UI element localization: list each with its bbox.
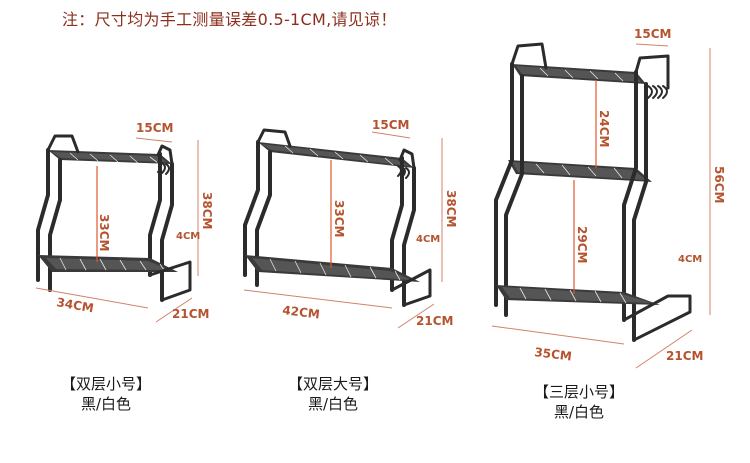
rack2-height-dim: 38CM xyxy=(444,190,458,227)
product-colors: 黑/白色 xyxy=(80,395,132,413)
measurement-note: 注：尺寸均为手工测量误差0.5-1CM,请见谅！ xyxy=(62,10,397,29)
product-colors: 黑/白色 xyxy=(307,395,359,413)
rack3-depth-dim: 21CM xyxy=(666,349,703,363)
product-name: 【双层大号】 xyxy=(287,375,378,393)
rack1-depth-dim: 21CM xyxy=(172,307,209,321)
caption-double-small: 【双层小号】 黑/白色 xyxy=(46,374,166,414)
product-name: 【双层小号】 xyxy=(60,375,151,393)
caption-triple-small: 【三层小号】 黑/白色 xyxy=(519,382,639,422)
rack-double-small xyxy=(36,134,192,302)
rack3-height-dim: 56CM xyxy=(712,166,726,203)
rack2-bar-dim: 4CM xyxy=(416,234,440,245)
rack3-hook-dim: 15CM xyxy=(634,27,671,41)
rack1-hook-dim: 15CM xyxy=(136,121,173,135)
rack1-height-dim: 38CM xyxy=(200,192,214,229)
rack3-bar-dim: 4CM xyxy=(678,254,702,265)
rack-double-large xyxy=(243,128,432,307)
rack3-upper-height-dim: 24CM xyxy=(597,110,611,147)
rack2-width-dim: 42CM xyxy=(282,303,321,321)
product-colors: 黑/白色 xyxy=(553,403,605,421)
product-name: 【三层小号】 xyxy=(533,383,624,401)
rack3-lower-height-dim: 29CM xyxy=(575,226,589,263)
rack-triple-small xyxy=(494,42,692,342)
rack1-bar-dim: 4CM xyxy=(176,231,200,242)
rack3-width-dim: 35CM xyxy=(534,345,573,363)
rack2-hook-dim: 15CM xyxy=(372,118,409,132)
rack2-inner-height-dim: 33CM xyxy=(332,200,346,237)
rack1-inner-height-dim: 33CM xyxy=(97,214,111,251)
rack2-depth-dim: 21CM xyxy=(416,314,453,328)
caption-double-large: 【双层大号】 黑/白色 xyxy=(273,374,393,414)
rack1-width-dim: 34CM xyxy=(55,295,94,315)
